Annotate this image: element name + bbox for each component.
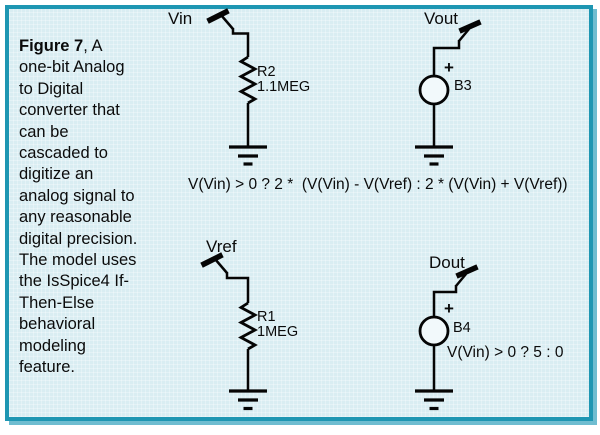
test-point-arrow-icon — [458, 19, 482, 42]
behavioral-source-icon — [418, 315, 450, 347]
dout-branch — [415, 264, 479, 411]
caption-line: The model uses — [19, 251, 137, 270]
wire — [432, 285, 458, 317]
caption-line: behavioral — [19, 315, 96, 334]
b3-if-then-else-expression: V(Vin) > 0 ? 2 * (V(Vin) - V(Vref) : 2 *… — [188, 176, 568, 193]
caption-line: the IsSpice4 If- — [19, 272, 130, 291]
caption-line: feature. — [19, 358, 75, 377]
caption-line: modeling — [19, 336, 86, 355]
test-point-arrow-icon — [455, 264, 479, 287]
caption-line: Then-Else — [19, 293, 95, 312]
behavioral-source-icon — [418, 74, 450, 106]
ground-icon — [229, 145, 267, 166]
test-point-arrow-icon — [200, 252, 228, 274]
caption-line: digital precision. — [19, 229, 138, 248]
caption-line: one-bit Analog — [19, 58, 125, 77]
caption-line: to Digital — [19, 79, 84, 98]
figure-frame — [5, 5, 593, 421]
r2-ref-label: R2 — [257, 64, 276, 80]
b3-ref-label: B3 — [454, 78, 472, 94]
vout-node-label: Vout — [424, 9, 459, 28]
caption-line: converter that — [19, 101, 120, 120]
ground-icon — [415, 389, 453, 411]
b4-ref-label: B4 — [453, 320, 471, 336]
vin-node-label: Vin — [168, 9, 193, 28]
caption-line: can be — [19, 122, 69, 141]
vref-node-label: Vref — [206, 237, 237, 256]
vin-branch — [206, 8, 267, 166]
r2-value-label: 1.1MEG — [257, 79, 311, 95]
dout-node-label: Dout — [429, 253, 465, 272]
caption-line: digitize an — [19, 165, 94, 184]
figure-caption: Figure 7, A one-bit Analog to Digital co… — [19, 36, 174, 379]
caption-text: , A — [83, 37, 103, 55]
vout-branch — [415, 19, 482, 166]
caption-line: Figure 7, A — [19, 36, 174, 57]
b4-plus-polarity-icon: + — [444, 299, 454, 318]
ground-icon — [415, 145, 453, 166]
resistor-icon — [238, 301, 258, 351]
r1-value-label: 1MEG — [257, 324, 299, 340]
b3-plus-polarity-icon: + — [444, 58, 454, 77]
wire — [432, 40, 461, 76]
wire — [231, 28, 250, 57]
test-point-arrow-icon — [206, 8, 234, 30]
b4-if-then-else-expression: V(Vin) > 0 ? 5 : 0 — [447, 344, 564, 361]
caption-line: cascaded to — [19, 144, 108, 163]
vref-branch — [200, 252, 267, 411]
r1-ref-label: R1 — [257, 309, 276, 325]
caption-line: analog signal to — [19, 186, 135, 205]
figure-number: Figure 7 — [19, 37, 84, 55]
ground-icon — [229, 389, 267, 411]
wire — [225, 272, 250, 303]
caption-line: any reasonable — [19, 208, 132, 227]
resistor-icon — [238, 55, 258, 105]
